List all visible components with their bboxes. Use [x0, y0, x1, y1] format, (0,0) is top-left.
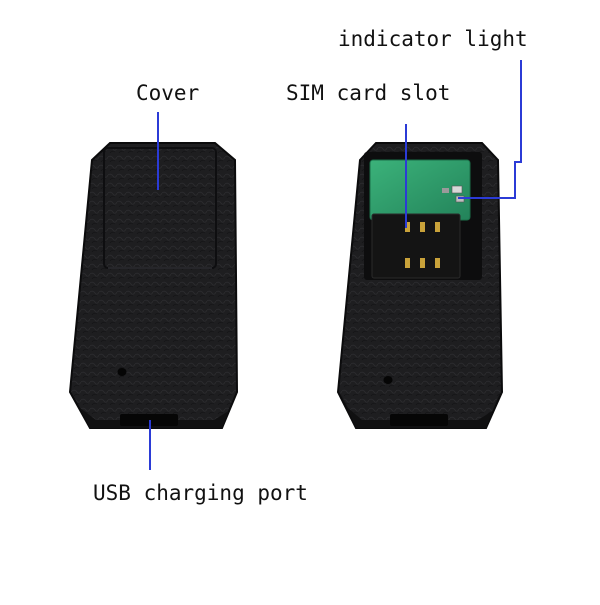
label-usb-charging-port: USB charging port	[93, 481, 308, 505]
label-cover: Cover	[136, 81, 200, 105]
leader-lines	[149, 60, 522, 470]
sim-contacts	[405, 222, 440, 268]
sim-card-slot	[371, 213, 461, 279]
usb-port-right	[390, 414, 448, 426]
device-left	[68, 142, 239, 429]
label-sim-card-slot: SIM card slot	[286, 81, 451, 105]
label-indicator-light: indicator light	[338, 27, 528, 51]
leader-indicator	[458, 60, 522, 199]
device-right	[336, 142, 504, 429]
pinhole	[117, 368, 127, 376]
pinhole-right	[383, 376, 393, 384]
cover-panel	[103, 147, 217, 269]
